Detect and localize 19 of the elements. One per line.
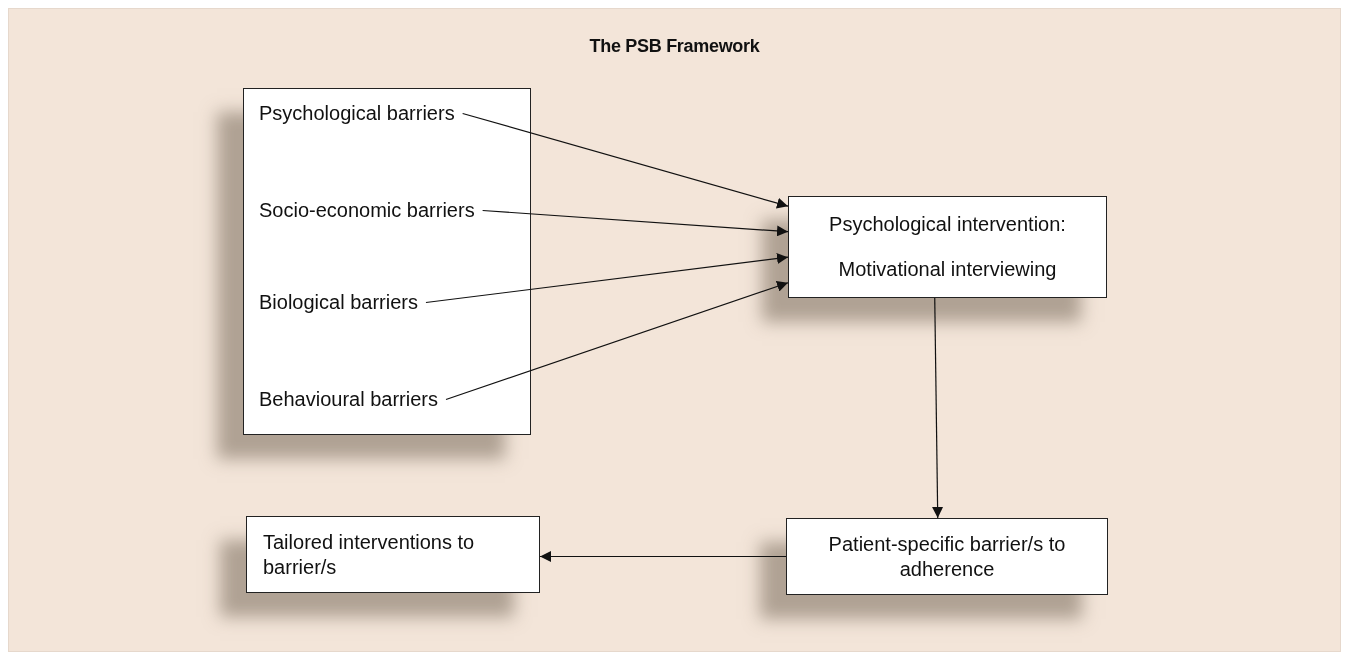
box-text: Psychological intervention: <box>829 212 1066 237</box>
process-box <box>786 518 1108 595</box>
process-box <box>788 196 1107 298</box>
barrier-label: Socio-economic barriers <box>259 199 475 222</box>
arrow <box>462 112 789 209</box>
barrier-label: Behavioural barriers <box>259 388 438 411</box>
arrow <box>445 281 789 401</box>
barrier-label: Psychological barriers <box>259 102 455 125</box>
barrier-label: Biological barriers <box>259 291 418 314</box>
diagram-title: The PSB Framework <box>588 36 761 57</box>
arrow <box>932 297 944 519</box>
process-box <box>246 516 540 593</box>
box-text: Patient-specific barrier/s to adherence <box>827 531 1067 582</box>
arrow <box>482 209 789 237</box>
arrow <box>539 551 787 562</box>
group-box <box>243 88 531 435</box>
box-text: Motivational interviewing <box>838 257 1057 282</box>
arrow <box>425 253 789 304</box>
box-text: Tailored interventions to barrier/s <box>263 529 476 580</box>
